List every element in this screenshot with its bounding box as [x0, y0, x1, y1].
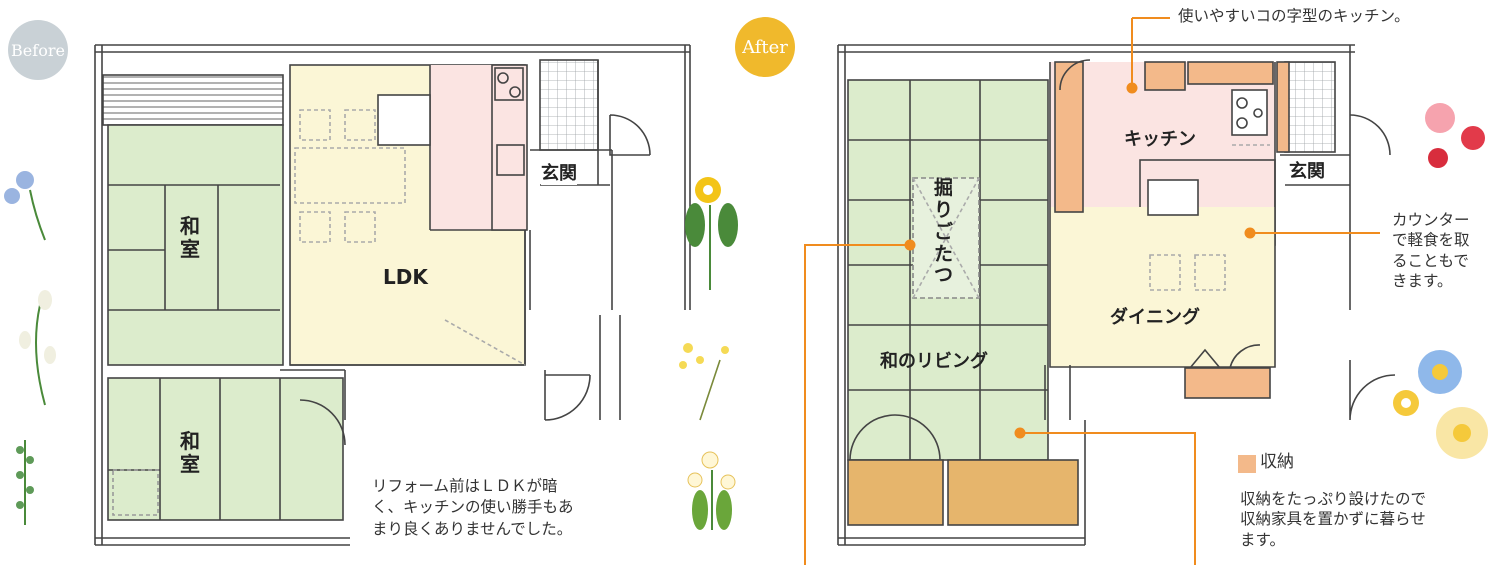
horigotatsu-char: た [934, 242, 954, 265]
callout-line: で軽食を取 [1392, 231, 1470, 250]
horigotatsu-char: ご [934, 220, 954, 243]
callout-dots [904, 82, 1256, 439]
note-line: く、キッチンの使い勝手もあ [372, 498, 574, 517]
room-label-washitsu-bottom: 和 室 [180, 430, 200, 476]
note-line: 収納をたっぷり設けたので [1240, 490, 1427, 508]
room-label-char: 室 [180, 452, 200, 476]
room-label-dining: ダイニング [1110, 307, 1200, 328]
counter-callout: カウンター で軽食を取 ることもで きます。 [1392, 210, 1470, 292]
room-label-living: 和のリビング [880, 351, 988, 372]
room-label-entrance-after: 玄関 [1289, 157, 1325, 183]
callout-line: ることもで [1392, 251, 1469, 270]
mimosa-icon [679, 343, 729, 421]
storage-legend-swatch [1238, 455, 1256, 473]
fern-icon [16, 440, 34, 525]
room-label-washitsu-top: 和 室 [180, 215, 200, 261]
flower-yellow-icon [685, 177, 738, 290]
after-plan [837, 44, 1396, 546]
flower-white-icon [19, 290, 56, 406]
note-line: まり良くありませんでした。 [372, 519, 573, 538]
horigotatsu-char: つ [934, 264, 954, 287]
callout-line: カウンター [1392, 211, 1470, 229]
before-plan [94, 44, 691, 546]
before-note: リフォーム前はＬＤＫが暗 く、キッチンの使い勝手もあ まり良くありませんでした。 [372, 476, 574, 540]
flower-pink-icon [1425, 103, 1485, 168]
room-label-ldk: LDK [383, 265, 428, 289]
callout-lines [804, 17, 1380, 565]
flower-blue-icon [4, 171, 46, 241]
note-line: ます。 [1240, 530, 1285, 549]
before-badge: Before [8, 20, 68, 80]
flower-blue-right-icon [1393, 350, 1488, 459]
horigotatsu-char: り [934, 198, 954, 221]
note-line: 収納家具を置かずに暮らせ [1240, 510, 1426, 529]
storage-note: 収納をたっぷり設けたので 収納家具を置かずに暮らせ ます。 [1240, 489, 1426, 550]
horigotatsu-char: 掘 [934, 177, 954, 199]
note-line: リフォーム前はＬＤＫが暗 [372, 477, 558, 495]
room-label-char: 和 [180, 429, 200, 453]
room-label-entrance-before: 玄関 [541, 159, 577, 185]
kitchen-callout: 使いやすいコの字型のキッチン。 [1178, 7, 1410, 25]
callout-line: きます。 [1392, 272, 1453, 291]
storage-legend-label: 収納 [1260, 452, 1294, 472]
flower-tulip-icon [687, 451, 736, 530]
room-label-char: 和 [180, 214, 200, 238]
room-label-horigotatsu: 掘 り ご た つ [934, 177, 954, 287]
room-label-char: 室 [180, 237, 200, 261]
room-label-kitchen: キッチン [1124, 129, 1196, 150]
after-badge: After [735, 17, 795, 77]
